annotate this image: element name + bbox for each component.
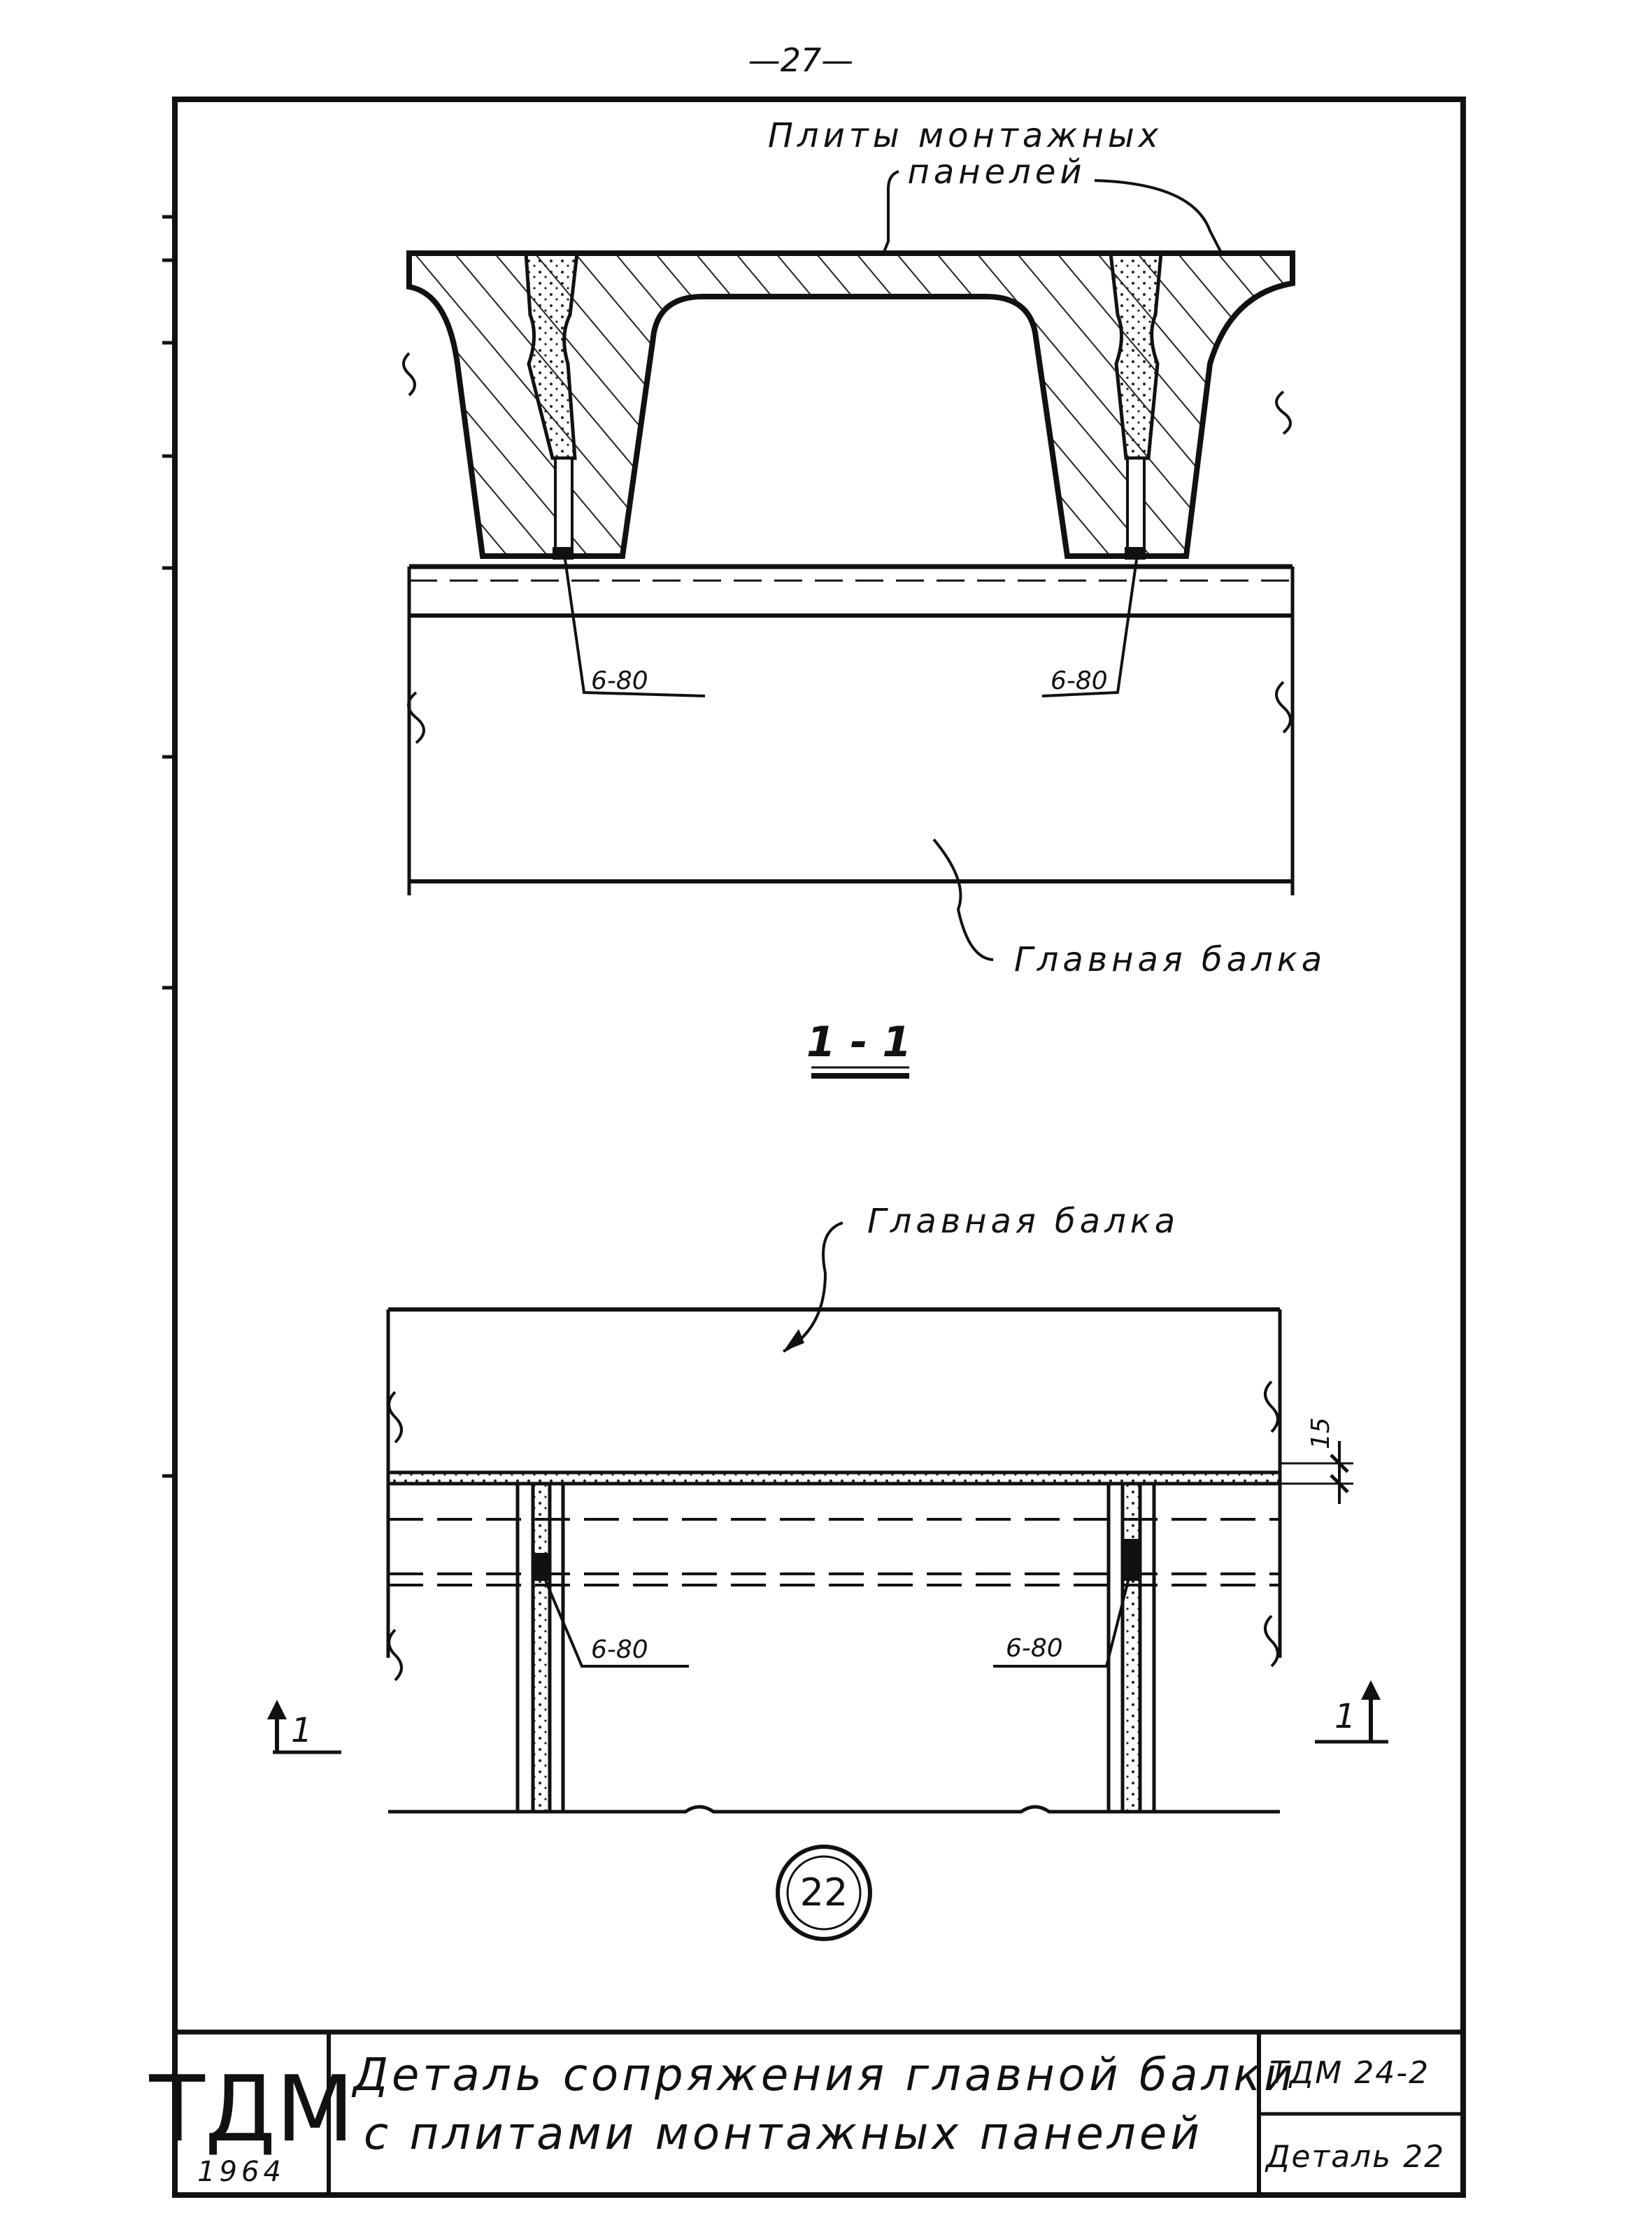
margin-ticks: [162, 215, 175, 1478]
sheet-frame: [172, 97, 1466, 2198]
logo-tdm: ТДМ: [148, 2056, 354, 2162]
leader-weld-left-plan: [541, 1573, 689, 1668]
leader-weld-right: [1041, 559, 1138, 697]
series-code: ТДМ 24-2: [1269, 2055, 1430, 2091]
plan-bottom-line: [388, 1805, 1280, 1814]
cut-mark-left: 1: [267, 1700, 341, 1754]
sheet-label: Деталь 22: [1265, 2139, 1445, 2175]
grout-joint-right: [1109, 251, 1163, 460]
grout-strip: [386, 1470, 1282, 1486]
label-plates-line2: панелей: [907, 152, 1085, 192]
leader-weld-right-plan: [993, 1566, 1133, 1668]
label-main-beam-plan: Главная балка: [867, 1202, 1179, 1241]
year: 1964: [197, 2156, 285, 2188]
label-plates-line1: Плиты монтажных: [768, 116, 1162, 155]
section-mark: 1 - 1: [806, 1018, 911, 1067]
slab-concrete: [406, 250, 1295, 559]
weld-label-right: 6-80: [1051, 667, 1108, 695]
weld-label-left: 6-80: [591, 667, 648, 695]
svg-text:1: 1: [1334, 1697, 1360, 1736]
section-1-1-drawing: Плиты монтажных панелей 6-80 6-80 Главна…: [402, 116, 1326, 1079]
weld-label-right-plan: 6-80: [1006, 1634, 1063, 1663]
leader-plates: [881, 170, 899, 256]
cut-mark-right: 1: [1315, 1680, 1388, 1744]
title-line1: Деталь сопряжения главной балки: [351, 2050, 1297, 2101]
title-block: [175, 2029, 1463, 2195]
plan-drawing: 15 Главная балка 6-80 6-80 1 1: [267, 1202, 1388, 1814]
dimension-15: 15: [1306, 1417, 1335, 1449]
leader-main-beam: [932, 838, 994, 961]
detail-number: 22: [800, 1870, 848, 1915]
leader-main-beam-plan: [783, 1221, 843, 1353]
title-line2: с плитами монтажных панелей: [364, 2108, 1203, 2160]
leader-weld-left: [564, 559, 706, 697]
detail-number-badge: 22: [776, 1845, 872, 1941]
weld-label-left-plan: 6-80: [591, 1635, 648, 1664]
label-main-beam-top: Главная балка: [1014, 940, 1326, 979]
page-number: —27—: [748, 41, 854, 79]
svg-text:1: 1: [291, 1711, 317, 1750]
grout-joint-left: [524, 251, 579, 460]
